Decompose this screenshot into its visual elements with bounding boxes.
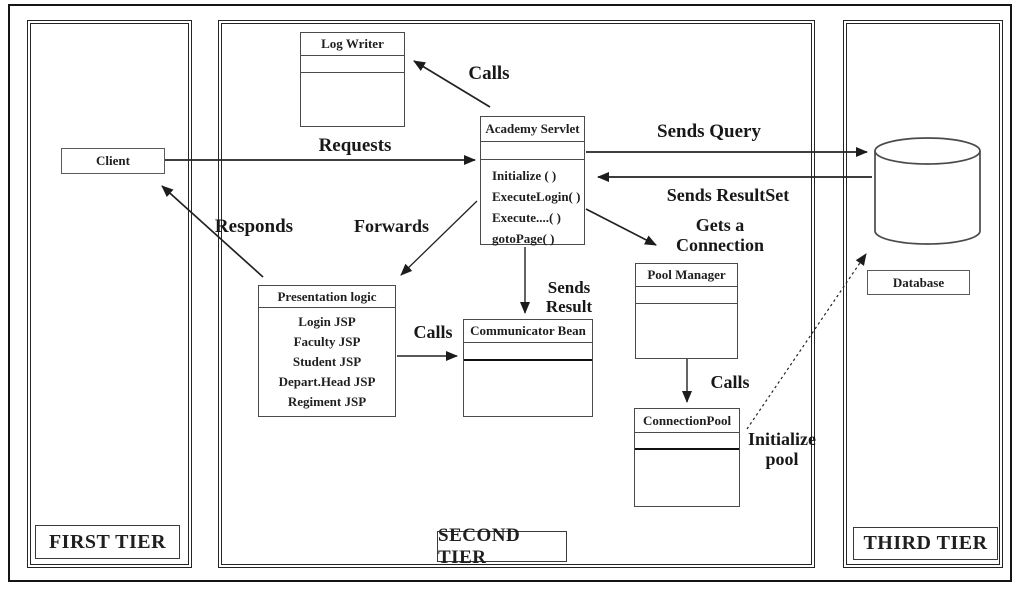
- third-tier-label-text: THIRD TIER: [863, 532, 988, 554]
- tier-panel-first-inner-border: [30, 23, 189, 565]
- initialize-pool-label: Initialize pool: [748, 429, 816, 470]
- academy-servlet-title: Academy Servlet: [481, 117, 584, 142]
- communicator-bean-title: Communicator Bean: [464, 320, 592, 343]
- client-box-title: Client: [96, 153, 130, 168]
- servlet-method: gotoPage( ): [492, 231, 555, 246]
- jsp-page-item: Regiment JSP: [287, 394, 367, 409]
- presentation-logic-pages-compartment: Login JSP Faculty JSP Student JSP Depart…: [259, 308, 395, 412]
- database-label-text: Database: [892, 274, 945, 290]
- log-writer-title: Log Writer: [301, 33, 404, 56]
- first-tier-label: FIRST TIER: [35, 525, 180, 559]
- connection-pool-attributes-compartment: [635, 433, 739, 450]
- servlet-method: Initialize ( ): [492, 168, 557, 183]
- second-tier-label: SECOND TIER: [437, 525, 567, 568]
- jsp-page-item: Login JSP: [298, 314, 356, 329]
- connection-pool-title: ConnectionPool: [635, 409, 739, 433]
- calls-log-writer-label: Calls: [468, 63, 510, 84]
- log-writer-attributes-compartment: [301, 56, 404, 73]
- responds-label: Responds: [214, 216, 294, 237]
- log-writer-box: Log Writer: [300, 32, 405, 127]
- jsp-page-item: Faculty JSP: [293, 334, 361, 349]
- third-tier-label: THIRD TIER: [853, 527, 998, 560]
- pool-manager-attributes-compartment: [636, 287, 737, 304]
- first-tier-label-text: FIRST TIER: [48, 530, 167, 553]
- academy-servlet-box: Academy Servlet Initialize ( ) ExecuteLo…: [480, 116, 585, 246]
- jsp-page-item: Student JSP: [292, 354, 362, 369]
- jsp-page-item: Depart.Head JSP: [278, 374, 376, 389]
- gets-a-connection-label: Gets a Connection: [675, 215, 764, 256]
- calls-bean-label: Calls: [413, 322, 453, 342]
- pool-manager-box: Pool Manager: [635, 263, 738, 359]
- servlet-method: Execute....( ): [492, 210, 561, 225]
- servlet-method: ExecuteLogin( ): [492, 189, 581, 204]
- communicator-bean-attributes-compartment: [464, 343, 592, 361]
- academy-servlet-methods-compartment: Initialize ( ) ExecuteLogin( ) Execute..…: [481, 160, 584, 249]
- tier-panel-first: [27, 20, 192, 568]
- presentation-logic-box: Presentation logic Login JSP Faculty JSP…: [258, 285, 396, 417]
- sends-resultset-label: Sends ResultSet: [666, 185, 790, 205]
- communicator-bean-box: Communicator Bean: [463, 319, 593, 417]
- presentation-logic-title: Presentation logic: [259, 286, 395, 308]
- pool-manager-title: Pool Manager: [636, 264, 737, 287]
- database-label-box: Database: [867, 270, 970, 295]
- client-box: Client: [61, 148, 165, 174]
- calls-connection-pool-label: Calls: [710, 372, 750, 392]
- connection-pool-box: ConnectionPool: [634, 408, 740, 507]
- academy-servlet-attributes-compartment: [481, 142, 584, 160]
- sends-query-label: Sends Query: [657, 121, 761, 142]
- requests-label: Requests: [318, 135, 392, 156]
- second-tier-label-text: SECOND TIER: [438, 524, 521, 568]
- sends-result-label: Sends Result: [545, 278, 593, 317]
- forwards-label: Forwards: [354, 216, 429, 236]
- page-border: [8, 4, 1012, 582]
